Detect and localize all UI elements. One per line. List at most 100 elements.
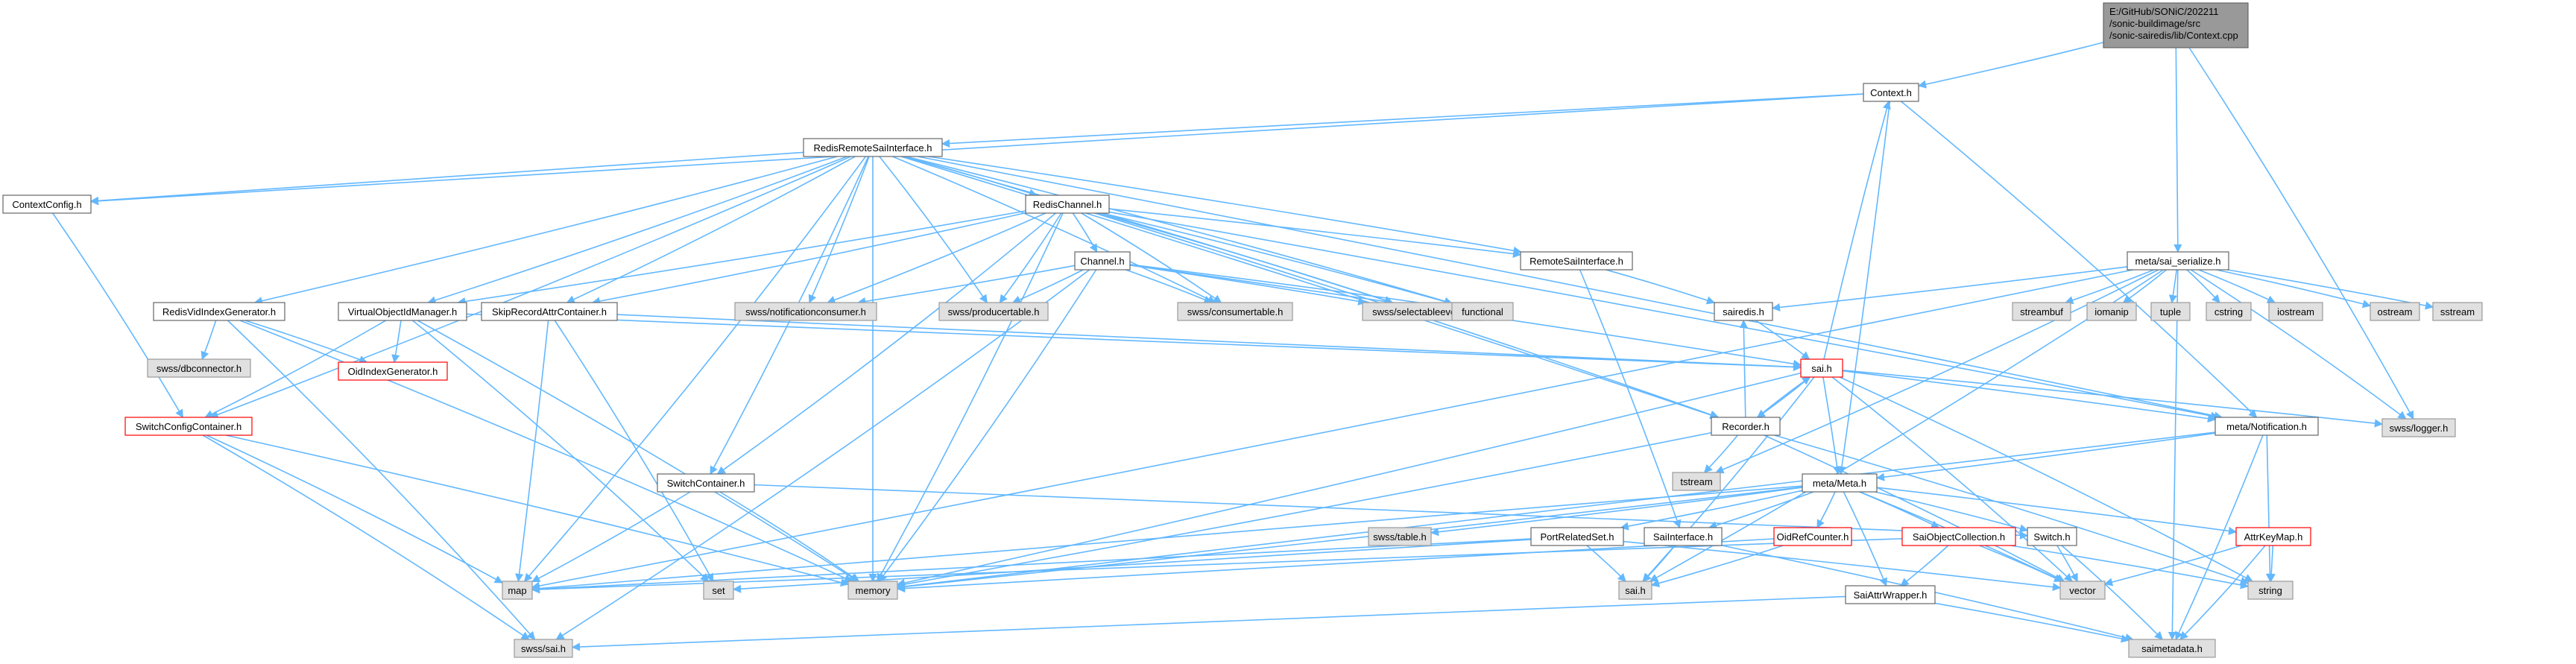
- node-oid-index-gen[interactable]: OidIndexGenerator.h: [338, 361, 448, 381]
- node-box[interactable]: [2127, 251, 2229, 271]
- edge-redis_vid-to-memory: [239, 320, 853, 582]
- node-box: [2059, 581, 2106, 600]
- node-switch-container[interactable]: SwitchContainer.h: [657, 473, 755, 493]
- node-skip-record[interactable]: SkipRecordAttrContainer.h: [481, 302, 618, 321]
- node-redis-channel[interactable]: RedisChannel.h: [1025, 195, 1110, 214]
- edge-remote_sai-to-sairedis_h: [1606, 269, 1716, 305]
- node-sai-object-coll[interactable]: SaiObjectCollection.h: [1901, 527, 2016, 546]
- edge-attr_key_map-to-string: [2267, 545, 2276, 583]
- node-box[interactable]: [2235, 527, 2311, 546]
- node-box[interactable]: [1901, 527, 2016, 546]
- node-switch-config[interactable]: SwitchConfigContainer.h: [124, 417, 253, 436]
- edge-oid_ref_counter-to-sai_h_ext: [1650, 545, 1784, 587]
- node-box[interactable]: [1711, 417, 1781, 436]
- node-box: [2432, 302, 2483, 321]
- node-box: [514, 639, 573, 658]
- edge-redis_remote-to-swss_consumer: [892, 156, 1216, 303]
- node-redis-remote[interactable]: RedisRemoteSaiInterface.h: [803, 138, 943, 157]
- node-label: OidRefCounter.h: [1777, 531, 1849, 543]
- edge-redis_remote-to-switch_config: [209, 156, 851, 419]
- node-box[interactable]: [481, 302, 618, 321]
- node-box[interactable]: [153, 302, 285, 321]
- node-box[interactable]: [1802, 473, 1878, 493]
- node-recorder-h[interactable]: Recorder.h: [1711, 417, 1781, 436]
- node-box[interactable]: [1520, 251, 1633, 271]
- node-box: [2206, 302, 2252, 321]
- node-box: [1451, 302, 1514, 321]
- node-port-related[interactable]: PortRelatedSet.h: [1530, 527, 1624, 546]
- edge-sai_h-to-string: [1839, 376, 2253, 582]
- node-label: /sonic-sairedis/lib/Context.cpp: [2109, 30, 2238, 41]
- node-meta-notification[interactable]: meta/Notification.h: [2214, 417, 2319, 436]
- node-redis-vid[interactable]: RedisVidIndexGenerator.h: [153, 302, 285, 321]
- node-label: iomanip: [2094, 306, 2129, 317]
- node-box: [147, 358, 251, 378]
- node-box: [1618, 581, 1652, 600]
- node-set: set: [703, 581, 734, 600]
- node-channel-h[interactable]: Channel.h: [1074, 251, 1131, 271]
- node-box[interactable]: [2027, 527, 2077, 546]
- node-remote-sai[interactable]: RemoteSaiInterface.h: [1520, 251, 1633, 271]
- node-box[interactable]: [1800, 358, 1843, 378]
- node-box[interactable]: [2, 195, 92, 214]
- node-label: swss/producertable.h: [948, 306, 1040, 317]
- node-label: OidIndexGenerator.h: [348, 366, 438, 377]
- node-box[interactable]: [2214, 417, 2319, 436]
- node-meta-meta[interactable]: meta/Meta.h: [1802, 473, 1878, 493]
- edge-recorder_h-to-sairedis_h: [1739, 319, 1748, 418]
- edge-switch_config-to-map: [206, 434, 503, 584]
- node-box[interactable]: [1773, 527, 1852, 546]
- edge-switch_config-to-swss_sai_h: [202, 434, 530, 640]
- edge-recorder_h-to-sai_h: [1757, 376, 1811, 418]
- edge-sai_interface-to-sai_h_ext: [1642, 545, 1676, 582]
- edge-redis_remote-to-swss_notif: [808, 156, 870, 304]
- edge-sai_attr_wrapper-to-saimetadata: [1934, 602, 2130, 643]
- node-root[interactable]: E:/GitHub/SONiC/202211/sonic-buildimage/…: [2103, 2, 2249, 48]
- node-context-h[interactable]: Context.h: [1863, 83, 1919, 102]
- node-box[interactable]: [2103, 2, 2249, 48]
- node-box[interactable]: [1714, 302, 1773, 321]
- node-functional: functional: [1451, 302, 1514, 321]
- node-box[interactable]: [338, 302, 467, 321]
- node-box[interactable]: [124, 417, 253, 436]
- edge-redis_channel-to-memory: [877, 212, 1064, 582]
- node-box[interactable]: [1074, 251, 1131, 271]
- edge-sai_attr_wrapper-to-swss_sai_h: [571, 595, 1846, 651]
- node-box[interactable]: [1530, 527, 1624, 546]
- node-meta-sai-serialize-h[interactable]: meta/sai_serialize.h: [2127, 251, 2229, 271]
- edge-attr_key_map-to-vector: [2103, 545, 2242, 586]
- edge-virtual_oid-to-set: [412, 320, 710, 582]
- edge-redis_remote-to-swss_producer: [879, 156, 988, 303]
- edge-port_related-to-sai_h_ext: [1586, 545, 1626, 582]
- node-label: vector: [2069, 585, 2096, 596]
- node-box[interactable]: [803, 138, 943, 157]
- node-sai-h[interactable]: sai.h: [1800, 358, 1843, 378]
- node-cstring: cstring: [2206, 302, 2252, 321]
- node-box[interactable]: [1025, 195, 1110, 214]
- node-label: map: [508, 585, 526, 596]
- node-box[interactable]: [657, 473, 755, 493]
- node-sai-attr-wrapper[interactable]: SaiAttrWrapper.h: [1845, 585, 1936, 604]
- node-box[interactable]: [338, 361, 448, 381]
- node-box[interactable]: [1863, 83, 1919, 102]
- edge-meta_meta-to-sai_interface: [1708, 491, 1814, 530]
- edge-channel_h-to-functional: [1129, 264, 1453, 311]
- node-sai-interface[interactable]: SaiInterface.h: [1644, 527, 1723, 546]
- node-label: set: [712, 585, 725, 596]
- node-switch-h[interactable]: Switch.h: [2027, 527, 2077, 546]
- node-box[interactable]: [1845, 585, 1936, 604]
- node-sairedis-h[interactable]: sairedis.h: [1714, 302, 1773, 321]
- edge-meta_notification-to-saimetadata: [2175, 434, 2264, 641]
- node-label: meta/Meta.h: [1813, 478, 1866, 489]
- node-box[interactable]: [1644, 527, 1723, 546]
- node-virtual-oid[interactable]: VirtualObjectIdManager.h: [338, 302, 467, 321]
- node-label: string: [2258, 585, 2282, 596]
- node-attr-key-map[interactable]: AttrKeyMap.h: [2235, 527, 2311, 546]
- node-label: sairedis.h: [1723, 306, 1764, 317]
- node-box: [2128, 639, 2216, 658]
- edge-meta_sai_serialize_h-to-streambuf: [2065, 269, 2154, 305]
- node-oid-ref-counter[interactable]: OidRefCounter.h: [1773, 527, 1852, 546]
- node-context-config[interactable]: ContextConfig.h: [2, 195, 92, 214]
- edge-sai_h-to-swss_logger_h: [1842, 370, 2384, 428]
- node-box: [2370, 302, 2420, 321]
